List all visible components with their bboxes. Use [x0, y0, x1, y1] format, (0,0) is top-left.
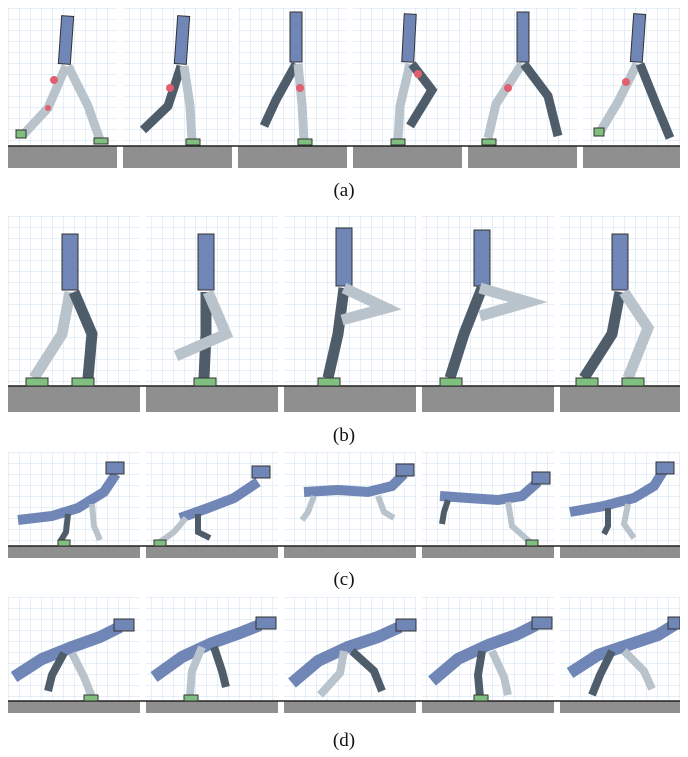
quadruped-c5 [569, 461, 675, 540]
raptor-d4 [428, 616, 553, 702]
caption-d: (d) [332, 730, 356, 751]
walker-b1 [25, 233, 98, 387]
raptor-d5 [566, 616, 680, 697]
frame-d3 [284, 597, 416, 713]
row-a-frames [8, 8, 680, 168]
row-d-frames [8, 597, 680, 713]
walker-a1 [15, 15, 109, 145]
frame-d4 [422, 597, 554, 713]
walker-a5 [481, 11, 563, 146]
raptor-d2 [150, 616, 277, 702]
walker-b4 [439, 229, 548, 387]
quadruped-c4 [439, 471, 551, 547]
figure-row-d [8, 597, 680, 713]
caption-a: (a) [333, 180, 355, 201]
caption-c: (c) [333, 569, 355, 590]
walker-a6 [593, 13, 675, 140]
walker-a2 [139, 15, 201, 146]
figure-row-a [8, 8, 680, 170]
frame-a6 [583, 8, 680, 168]
frame-a3 [238, 8, 347, 168]
walker-a4 [390, 13, 438, 146]
quadruped-c3 [299, 463, 415, 522]
walker-a3 [259, 11, 313, 146]
quadruped-c2 [153, 465, 271, 547]
frame-d2 [146, 597, 278, 713]
raptor-d3 [288, 618, 417, 698]
frame-d1 [8, 597, 140, 713]
row-b-frames [8, 216, 680, 412]
walker-b3 [317, 227, 402, 387]
frame-c5 [560, 452, 680, 558]
walker-b2 [173, 233, 234, 387]
figure-row-c [8, 452, 680, 558]
raptor-d1 [10, 618, 135, 702]
walker-b5 [575, 233, 655, 387]
caption-b: (b) [332, 425, 356, 446]
frame-d5 [560, 597, 680, 713]
row-c-frames [8, 452, 680, 558]
quadruped-c1 [17, 461, 125, 547]
frame-c3 [284, 452, 416, 558]
figure-row-b [8, 216, 680, 412]
